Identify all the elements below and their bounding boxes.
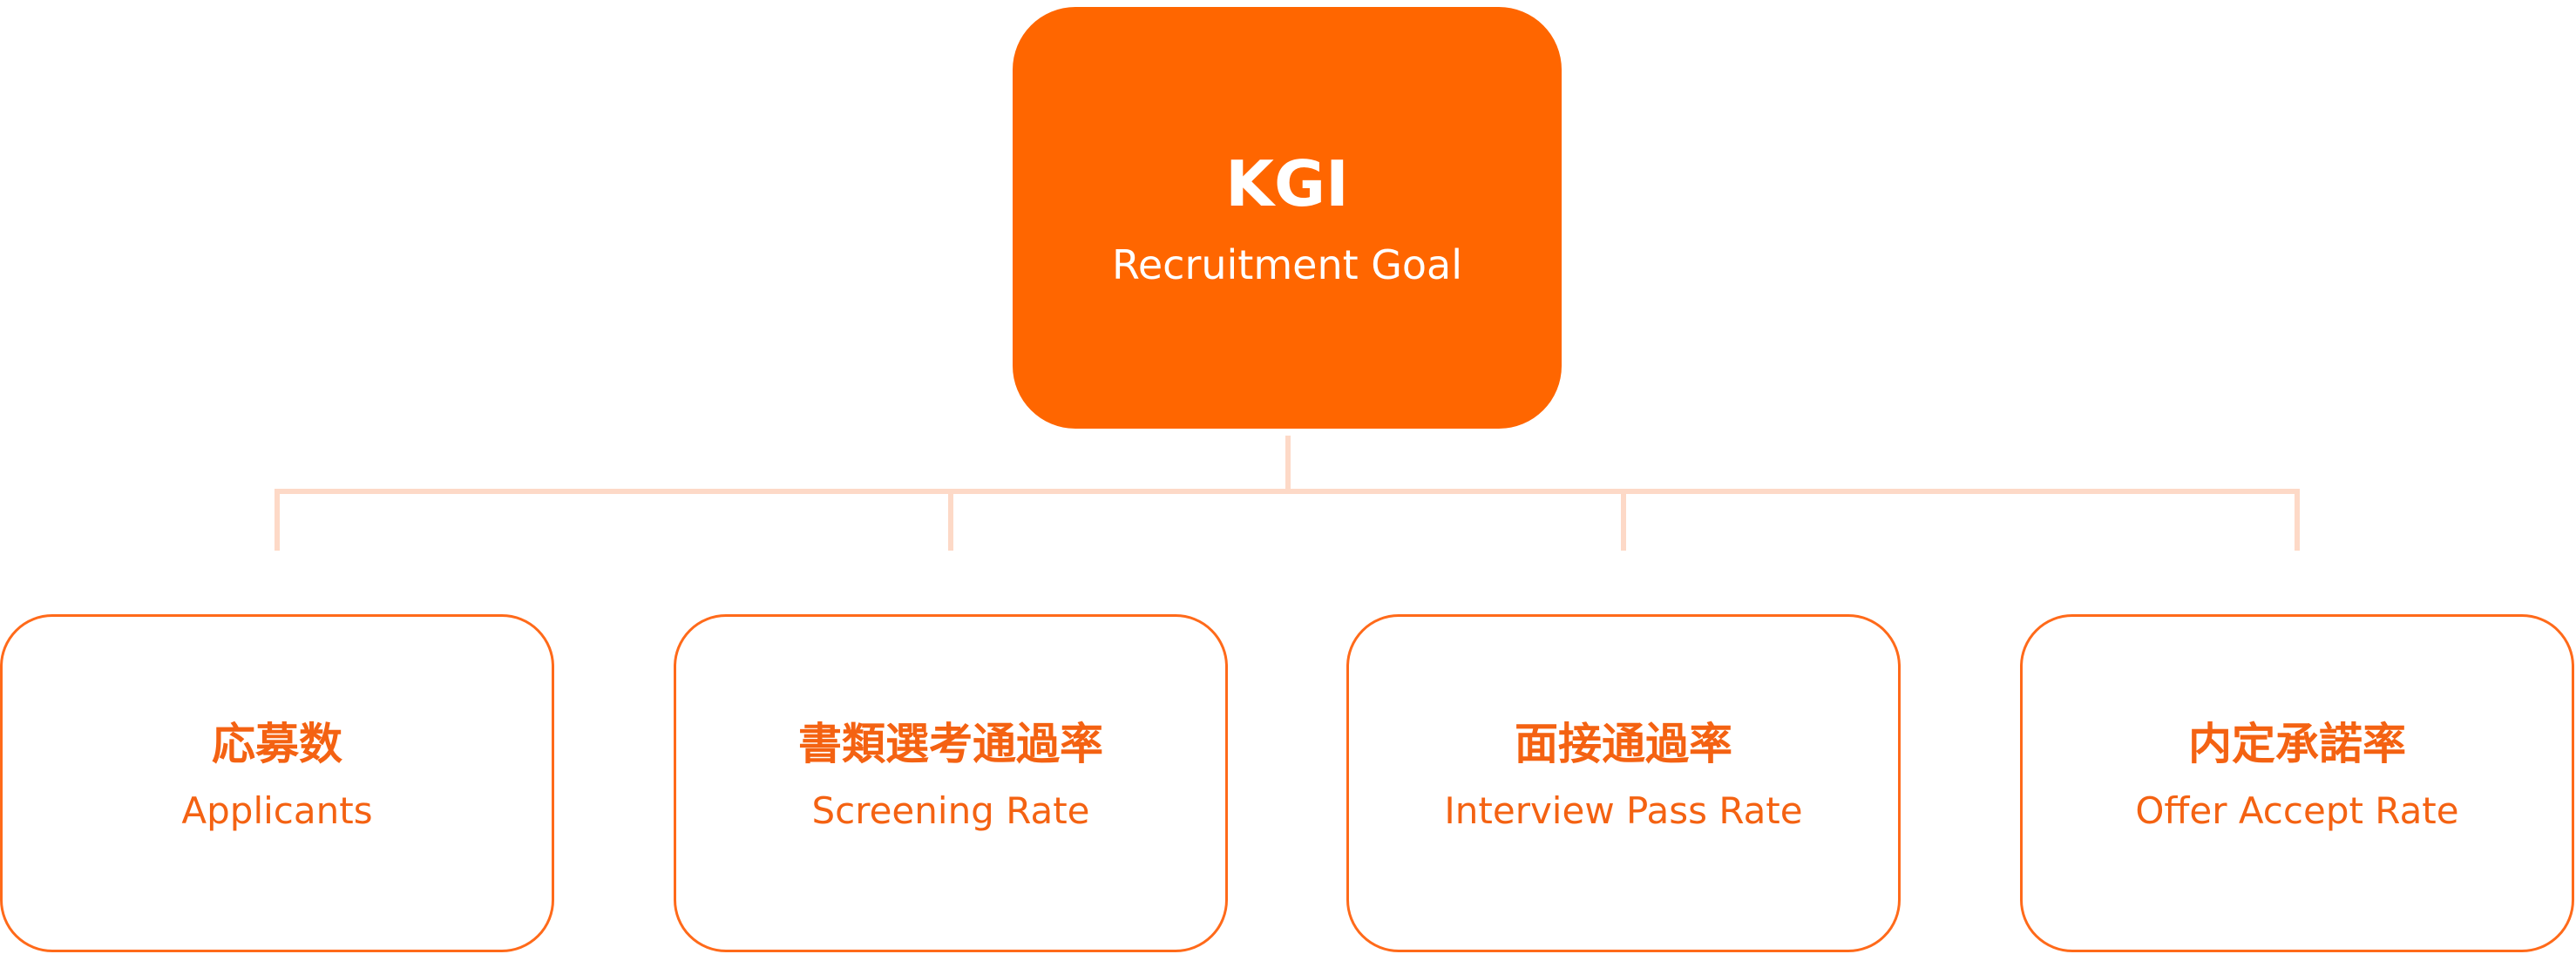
kpi-label-jp: 面接通過率 [1515,719,1732,769]
kpi-node-offer-accept-rate: 内定承諾率 Offer Accept Rate [2020,614,2574,952]
kgi-node: KGI Recruitment Goal [1013,7,1562,429]
kpi-label-jp: 内定承諾率 [2188,719,2406,769]
kpi-node-applicants: 応募数 Applicants [0,614,554,952]
kpi-node-screening-rate: 書類選考通過率 Screening Rate [674,614,1228,952]
kpi-label-en: Interview Pass Rate [1444,789,1803,832]
kpi-label-jp: 書類選考通過率 [798,719,1103,769]
kpi-label-jp: 応募数 [212,719,342,769]
kgi-subtitle: Recruitment Goal [1111,241,1463,288]
kgi-title: KGI [1225,147,1349,220]
kpi-label-en: Offer Accept Rate [2135,789,2459,832]
kpi-label-en: Screening Rate [811,789,1090,832]
kpi-node-interview-pass-rate: 面接通過率 Interview Pass Rate [1346,614,1901,952]
kpi-label-en: Applicants [181,789,373,832]
